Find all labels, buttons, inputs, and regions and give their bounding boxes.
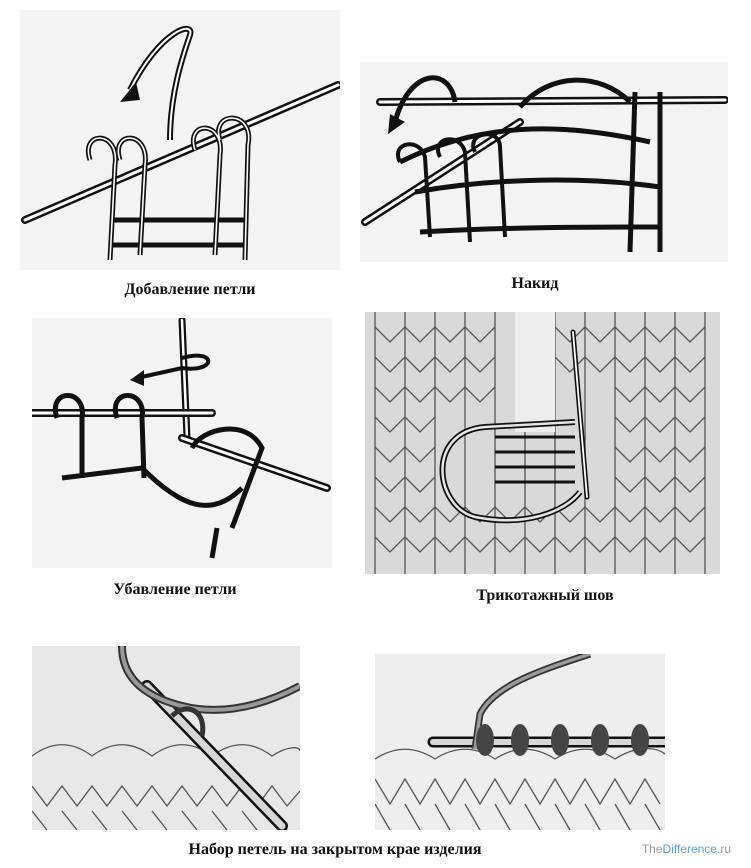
caption-add-loop: Добавление петли — [124, 281, 256, 298]
caption-knit-seam: Трикотажный шов — [476, 587, 614, 604]
illustration-cast-on-right — [375, 654, 665, 830]
watermark-accent: Difference — [662, 842, 717, 856]
watermark-prefix: The — [641, 842, 663, 856]
illustration-cast-on-left — [32, 646, 300, 830]
cast-on-right-drawing — [375, 654, 665, 830]
cast-on-left-drawing — [32, 646, 300, 830]
watermark-suffix: .ru — [716, 842, 731, 856]
decrease-loop-drawing — [32, 318, 332, 568]
yarn-over-drawing — [360, 62, 728, 262]
illustration-yarn-over — [360, 62, 728, 262]
caption-decrease-loop: Убавление петли — [113, 581, 237, 598]
illustration-knit-seam — [365, 312, 720, 574]
add-loop-drawing — [20, 10, 340, 270]
illustration-decrease-loop — [32, 318, 332, 568]
knit-seam-drawing — [365, 312, 720, 574]
caption-cast-on-closed-edge: Набор петель на закрытом крае изделия — [188, 841, 482, 858]
caption-yarn-over: Накид — [511, 275, 559, 292]
illustration-add-loop — [20, 10, 340, 270]
watermark: TheDifference.ru — [642, 842, 731, 856]
